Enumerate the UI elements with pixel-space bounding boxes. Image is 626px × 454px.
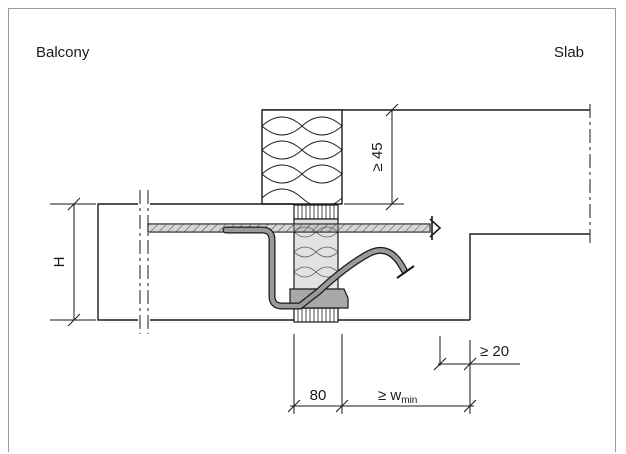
- insulation-pattern: [262, 116, 342, 204]
- slab-step-edge: [469, 233, 590, 320]
- balcony-slab-left: [97, 203, 138, 321]
- dimension-insulation-height: [344, 103, 404, 211]
- tension-bar-anchor-head: [429, 216, 442, 240]
- dimension-insulation-height-label: ≥ 45: [369, 142, 386, 171]
- shear-bar: [223, 227, 407, 309]
- top-band-ribs: [297, 205, 335, 219]
- dimension-h-label: H: [51, 257, 68, 268]
- dimension-h: [50, 197, 96, 327]
- dimension-insulation-width-label: 80: [310, 387, 327, 404]
- bottom-compression-band: [293, 307, 339, 323]
- bottom-band-ribs: [297, 308, 335, 322]
- dimension-setback: [433, 336, 520, 372]
- balcony-slab-edges: [150, 203, 470, 321]
- tension-bar: [147, 223, 431, 233]
- balcony-break-lines: [139, 190, 149, 334]
- slab-label: Slab: [554, 44, 584, 61]
- top-compression-band: [293, 204, 339, 220]
- balcony-label: Balcony: [36, 44, 90, 61]
- shear-bar-anchor-head: [396, 265, 415, 279]
- dimension-setback-label: ≥ 20: [480, 343, 509, 360]
- wall-insulation-block: [261, 109, 343, 205]
- dimension-bottom: [287, 334, 477, 414]
- dimension-width-label: ≥ wmin: [378, 387, 417, 406]
